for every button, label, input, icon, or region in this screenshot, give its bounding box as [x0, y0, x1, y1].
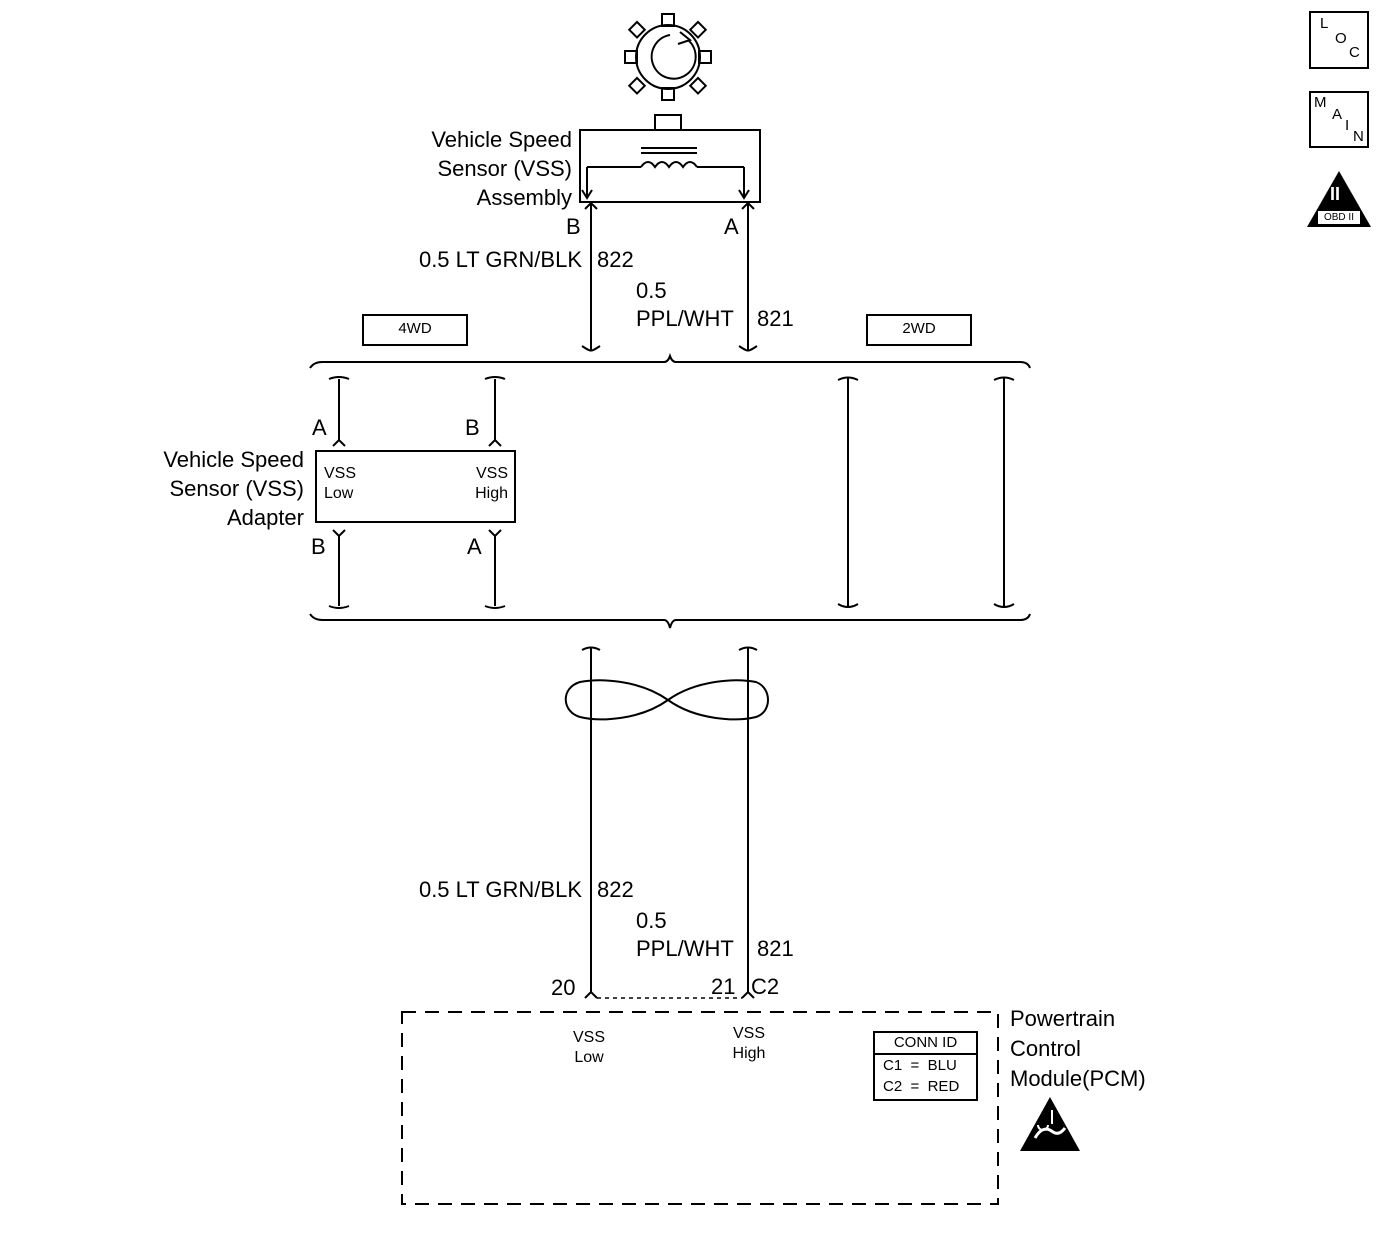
loc-icon[interactable]: L O C [1309, 11, 1369, 69]
top-option-brace [309, 352, 1031, 369]
circuit-822-top: 822 [597, 247, 634, 272]
wire-822-label-top: 0.5 LT GRN/BLK [418, 247, 582, 272]
wire-822-label-bottom: 0.5 LT GRN/BLK [418, 877, 582, 902]
sensor-tip [654, 114, 682, 131]
adapter-pin-a-top: A [312, 415, 327, 440]
twisted-pair-icon [564, 679, 769, 721]
conn-id-row-c2: C2 = RED [883, 1078, 960, 1095]
circuit-821-top: 821 [757, 306, 794, 331]
obd-ii-numeral: II [1330, 184, 1341, 204]
conn-id-header: CONN ID [875, 1033, 976, 1055]
circuit-822-bottom: 822 [597, 877, 634, 902]
main-icon[interactable]: M A I N [1309, 91, 1369, 148]
wire-821-gauge-bottom: 0.5 [636, 908, 667, 933]
obd-ii-label: OBD II [1323, 212, 1354, 223]
pcm-vss-low-label: VSS Low [572, 1029, 605, 1066]
circuit-821-bottom: 821 [757, 936, 794, 961]
sensor-pin-a: A [724, 214, 739, 239]
adapter-vss-high: VSS High [475, 465, 508, 502]
adapter-pin-b-bottom: B [311, 534, 326, 559]
adapter-pin-b-top: B [465, 415, 480, 440]
conn-id-row-c1: C1 = BLU [883, 1057, 957, 1074]
vss-adapter-box [315, 450, 516, 523]
wire-821-gauge-top: 0.5 [636, 278, 667, 303]
bottom-option-brace [309, 613, 1031, 629]
esd-warning-icon [1020, 1097, 1080, 1151]
adapter-vss-low: VSS Low [324, 465, 357, 502]
adapter-pin-a-bottom: A [467, 534, 482, 559]
wire-821-color-top: PPL/WHT [636, 306, 734, 331]
sensor-pin-b: B [566, 214, 581, 239]
option-4wd: 4WD [362, 314, 468, 346]
pcm-vss-high-label: VSS High [732, 1025, 766, 1062]
wire-821-color-bottom: PPL/WHT [636, 936, 734, 961]
vss-assembly-title: Vehicle Speed Sensor (VSS) Assembly [431, 127, 572, 210]
pcm-pin-20: 20 [551, 975, 576, 1000]
conn-id-table: CONN ID C1 = BLU C2 = RED [873, 1031, 978, 1101]
option-2wd: 2WD [866, 314, 972, 346]
coil-icon [581, 147, 750, 200]
obd-ii-icon [1307, 171, 1371, 227]
pcm-title: Powertrain Control Module(PCM) [1010, 1006, 1146, 1091]
pcm-connector-c2: C2 [751, 974, 780, 999]
reluctor-wheel-icon [624, 13, 712, 101]
pcm-dashed-box [401, 1011, 999, 1205]
vss-adapter-title: Vehicle Speed Sensor (VSS) Adapter [163, 447, 304, 530]
pcm-pin-21: 21 [711, 974, 736, 999]
vss-assembly-box [579, 129, 761, 203]
